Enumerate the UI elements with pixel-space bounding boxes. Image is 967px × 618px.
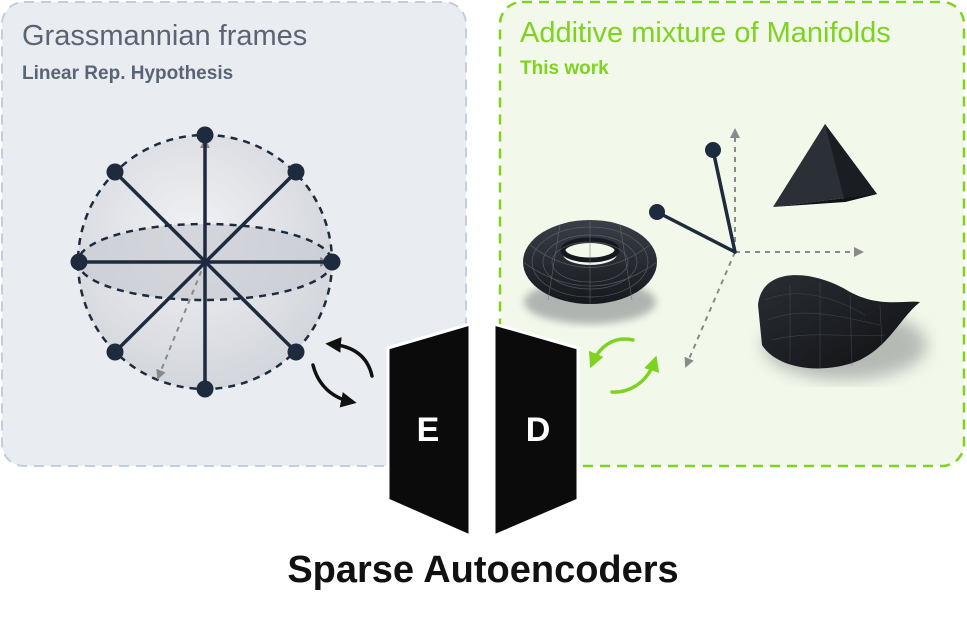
sparse-autoencoder-block: E D (386, 322, 580, 538)
decoder-block: D (492, 322, 580, 538)
encoder-block: E (386, 322, 472, 538)
decode-cycle-arrows-right (589, 337, 660, 394)
encode-cycle-arrows-left (311, 337, 374, 408)
right-panel-subtitle: This work (520, 58, 609, 79)
left-panel-title: Grassmannian frames (22, 20, 307, 52)
encoder-label: E (417, 411, 440, 449)
right-panel-title: Additive mixture of Manifolds (520, 17, 891, 49)
left-panel: Grassmannian frames Linear Rep. Hypothes… (1, 1, 467, 467)
tetrahedron-icon (773, 124, 877, 207)
saddle-surface-icon (758, 275, 927, 380)
torus-icon (522, 220, 658, 324)
axis-triad-icon (649, 128, 864, 368)
decoder-label: D (526, 411, 551, 449)
left-panel-subtitle: Linear Rep. Hypothesis (22, 63, 233, 84)
sphere-frame-icon (70, 126, 341, 398)
bottom-title: Sparse Autoencoders (287, 549, 678, 591)
right-panel: Additive mixture of Manifolds This work (498, 0, 966, 468)
